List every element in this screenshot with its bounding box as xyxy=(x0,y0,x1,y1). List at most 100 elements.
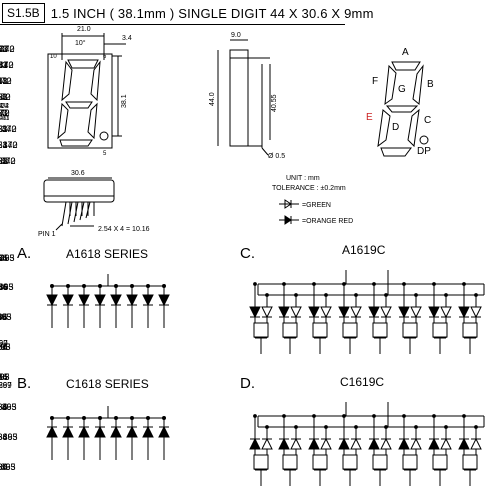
front-dim-small: 3.4 xyxy=(122,35,132,42)
schematic-a1618: 2722813213403213403213403213403213403213… xyxy=(0,44,170,328)
circuit-a-series: A1618 SERIES xyxy=(66,247,148,261)
led-symbol-red xyxy=(428,306,440,319)
pin-number: 363 xyxy=(1,402,16,412)
pin-number: 363 xyxy=(0,462,15,472)
seg-label-g: G xyxy=(398,84,406,95)
led-symbol-red xyxy=(368,306,380,319)
led-symbol-green xyxy=(380,437,392,450)
pin-number: 340 xyxy=(0,108,10,118)
common-pin-2-label: 399 xyxy=(0,381,12,390)
seg-label-a: A xyxy=(402,47,409,58)
side-view: 9.0 44.0 40.55 Ø 0.5 xyxy=(209,32,285,160)
circuit-a-letter: A. xyxy=(17,245,31,262)
notes: UNIT : mm TOLERANCE : ±0.2mm =GREEN =ORA… xyxy=(272,175,353,225)
segment-label: 334 xyxy=(0,312,8,322)
pin-number: 472 xyxy=(2,140,17,150)
led-symbol-red xyxy=(278,437,290,450)
segment-box xyxy=(372,454,388,470)
seg-label-d: D xyxy=(392,122,399,133)
pin-number: 495 xyxy=(0,253,15,263)
led-symbol-red xyxy=(458,437,470,450)
pin-number: 472 xyxy=(0,92,11,102)
led-symbol xyxy=(94,425,106,438)
side-dim-thickness: 9.0 xyxy=(231,32,241,39)
pin-number: 363 xyxy=(0,312,12,322)
bottom-pin1: PIN 1 xyxy=(38,231,56,238)
segment-label: 466 xyxy=(0,312,8,322)
led-symbol-red xyxy=(368,437,380,450)
led-symbol-green xyxy=(290,437,302,450)
led-symbol-red xyxy=(249,306,261,319)
segment-box xyxy=(402,454,418,470)
pin-number: 340 xyxy=(2,140,17,150)
segment-label: 453 xyxy=(0,60,8,70)
common-pin-2-label: 267 xyxy=(0,381,12,390)
led-symbol-red xyxy=(278,306,290,319)
led-symbol-green xyxy=(380,306,392,319)
segment-label: 466 xyxy=(0,462,8,472)
common-type-label: 281 xyxy=(0,116,9,122)
front-pin-6: 6 xyxy=(103,54,107,60)
led-symbol xyxy=(158,425,170,438)
led-symbol-green xyxy=(440,306,452,319)
segment-label: 334 xyxy=(0,342,8,352)
pin-number: 340 xyxy=(1,124,16,134)
front-pin-5: 5 xyxy=(103,151,107,157)
side-dim-pin-dia: Ø 0.5 xyxy=(268,153,285,160)
header: S1.5B 1.5 INCH ( 38.1mm ) SINGLE DIGIT 4… xyxy=(2,2,374,24)
led-symbol-red xyxy=(428,437,440,450)
pin-number: 363 xyxy=(2,432,17,442)
led-symbol-red xyxy=(249,437,261,450)
segment-label: 321 xyxy=(0,124,8,134)
front-dim-height: 38.1 xyxy=(121,94,128,108)
segment-label: 321 xyxy=(0,60,8,70)
led-symbol xyxy=(126,294,138,307)
pin-number: 472 xyxy=(0,108,10,118)
led-symbol-green xyxy=(320,437,332,450)
segment-label: 466 xyxy=(0,342,8,352)
pin-number: 495 xyxy=(0,342,11,352)
pin-number: 495 xyxy=(0,462,15,472)
segment-label: 321 xyxy=(0,76,8,86)
circuit-b-series: C1618 SERIES xyxy=(66,377,149,391)
led-symbol-red xyxy=(458,306,470,319)
circuit-d-series: C1619C xyxy=(340,375,384,389)
segment-label: 453 xyxy=(0,108,8,118)
led-symbol xyxy=(78,294,90,307)
led-symbol-green xyxy=(350,437,362,450)
pin-number: 472 xyxy=(0,44,15,54)
common-pin-label: 272 xyxy=(0,103,9,110)
segment-label: 334 xyxy=(0,462,8,472)
part-code: S1.5B xyxy=(2,3,45,23)
segment-label: 453 xyxy=(0,76,8,86)
front-pin-10: 10 xyxy=(50,54,57,60)
segment-box xyxy=(402,322,418,338)
front-dim-width: 21.0 xyxy=(77,26,91,33)
segment-box xyxy=(312,454,328,470)
pin-number: 472 xyxy=(0,60,14,70)
led-symbol-green xyxy=(470,306,482,319)
led-symbol xyxy=(78,425,90,438)
pin-number: 363 xyxy=(0,253,15,263)
led-symbol-green xyxy=(410,306,422,319)
front-digit-outline xyxy=(57,59,109,147)
segment-label: 334 xyxy=(0,432,8,442)
segment-label: 466 xyxy=(0,432,8,442)
led-symbol-green xyxy=(470,437,482,450)
segment-label: 334 xyxy=(0,402,8,412)
segment-label: 466 xyxy=(0,282,8,292)
side-dim-height: 44.0 xyxy=(209,92,216,106)
led-symbol-green xyxy=(350,306,362,319)
segment-box xyxy=(372,322,388,338)
led-symbol-green xyxy=(410,437,422,450)
part-title: 1.5 INCH ( 38.1mm ) SINGLE DIGIT 44 X 30… xyxy=(50,5,374,21)
note-orange-red: =ORANGE RED xyxy=(302,218,353,225)
segment-label: 466 xyxy=(0,372,8,382)
circuit-b-letter: B. xyxy=(17,375,31,392)
led-symbol xyxy=(46,425,58,438)
segment-box xyxy=(253,454,269,470)
segment-box xyxy=(432,454,448,470)
led-symbol xyxy=(158,294,170,307)
